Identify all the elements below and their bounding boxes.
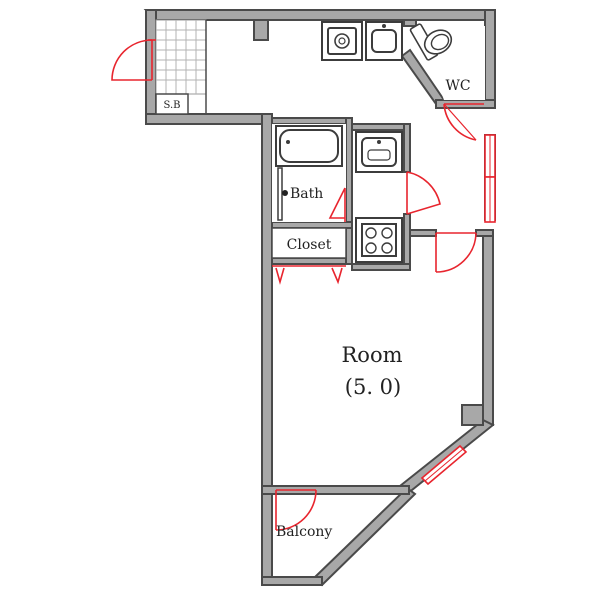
bath-door[interactable] <box>328 187 346 222</box>
floor-drain-icon <box>282 190 288 196</box>
front-door[interactable] <box>111 39 156 81</box>
room-size: (5. 0) <box>345 375 401 399</box>
room-window <box>420 444 468 486</box>
washing-machine-pan <box>321 21 363 61</box>
closet-doors[interactable] <box>272 265 346 285</box>
wc-door[interactable] <box>443 103 484 141</box>
kitchen-door[interactable] <box>406 171 441 215</box>
laundry-sink <box>365 21 403 61</box>
bathtub-icon <box>275 125 343 167</box>
toilet-room: WC <box>409 23 485 100</box>
entrance-tile-floor <box>155 19 207 114</box>
closet-label: Closet <box>287 237 332 253</box>
balcony-label: Balcony <box>276 524 332 540</box>
bath-label: Bath <box>290 186 323 202</box>
stove <box>355 217 403 263</box>
shoe-box: S.B <box>155 93 189 115</box>
shoe-box-label: S.B <box>163 100 180 111</box>
closet: Closet <box>271 227 347 259</box>
toilet-icon <box>409 23 453 61</box>
balcony: Balcony <box>276 524 332 540</box>
balcony-door[interactable] <box>275 489 317 531</box>
wash-basin <box>355 131 403 173</box>
room-door[interactable] <box>435 232 477 273</box>
main-room: Room (5. 0) <box>341 343 402 399</box>
bathroom: Bath <box>272 124 346 222</box>
wc-label: WC <box>445 78 470 94</box>
right-window <box>484 134 496 223</box>
room-name: Room <box>341 343 402 367</box>
